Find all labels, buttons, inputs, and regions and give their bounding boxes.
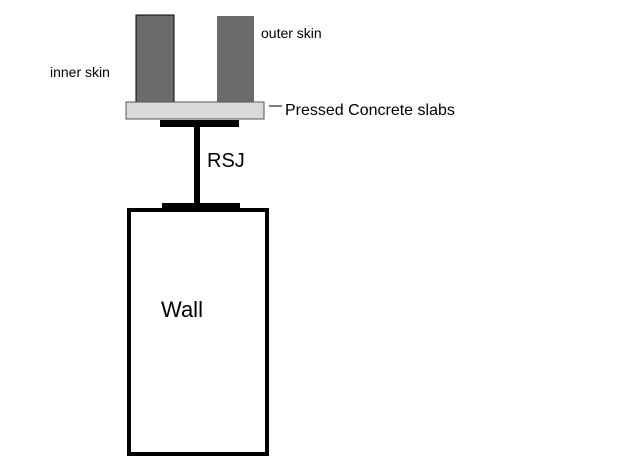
rsj-bottom-flange	[162, 203, 240, 210]
inner-skin-block	[135, 14, 175, 103]
rsj-label: RSJ	[207, 150, 245, 172]
wall-label: Wall	[161, 297, 203, 322]
inner-skin-label: inner skin	[50, 64, 110, 80]
concrete-slab	[125, 101, 265, 120]
rsj-top-flange	[160, 120, 239, 127]
wall-outline	[127, 208, 269, 456]
outer-skin-block	[217, 16, 254, 102]
rsj-web	[194, 127, 200, 206]
slabs-label: Pressed Concrete slabs	[285, 102, 455, 119]
outer-skin-label: outer skin	[261, 25, 322, 41]
